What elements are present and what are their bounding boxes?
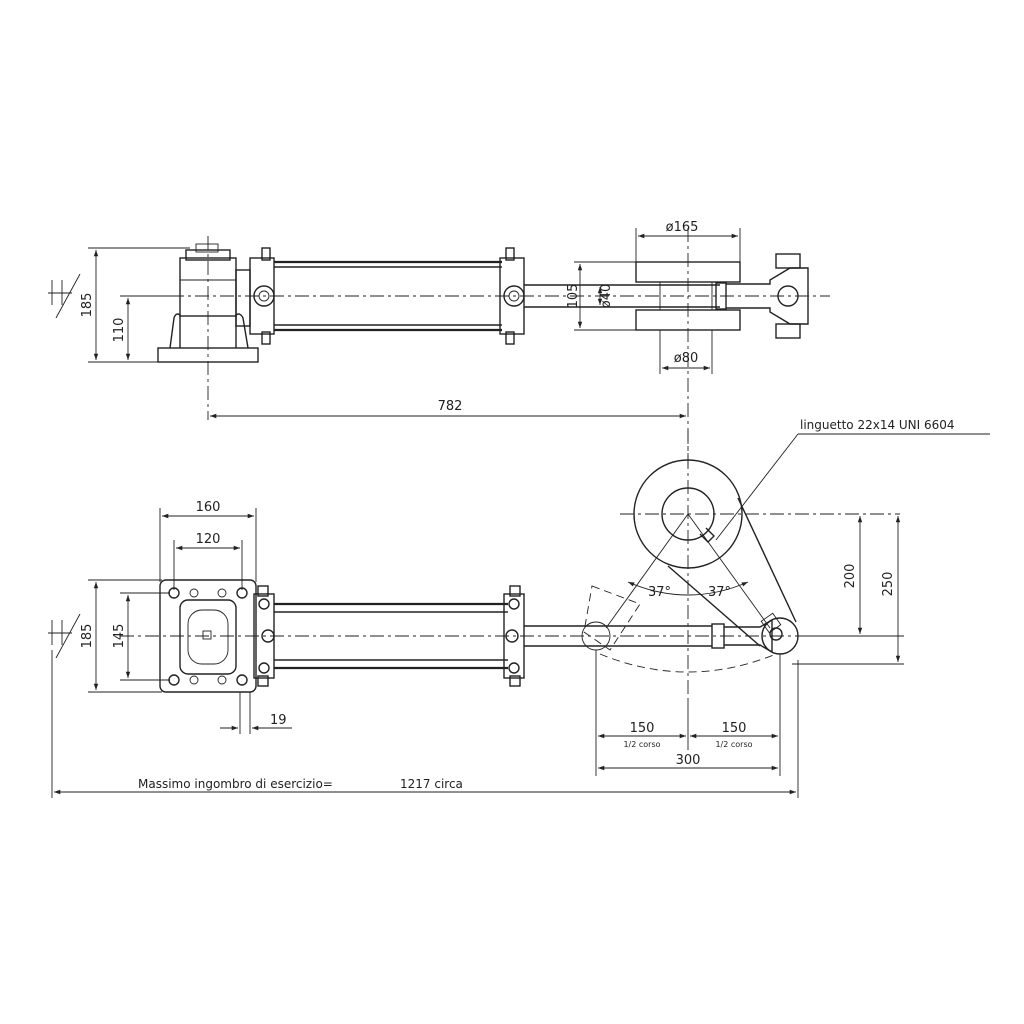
angle-annotations: 37° 37° <box>627 581 749 600</box>
max-envelope-dim: Massimo ingombro di esercizio= 1217 circ… <box>51 650 799 798</box>
dim-150-left: 150 <box>630 721 655 736</box>
top-dim-782: 782 <box>210 399 686 419</box>
top-dim-105: 105 <box>566 261 636 331</box>
stroke-dims: 150 150 1/2 corso 1/2 corso 300 <box>595 650 781 776</box>
top-dim-dia40: ø40 <box>597 284 614 309</box>
dim-160: 160 <box>196 500 221 515</box>
top-dim-dia165: ø165 <box>635 220 741 262</box>
dim-250: 250 <box>881 572 896 597</box>
tiller-arm-alt-position <box>581 513 777 673</box>
bottom-dim-120: 120 <box>173 532 243 590</box>
dim-150-right: 150 <box>722 721 747 736</box>
dim-105: 105 <box>566 284 581 309</box>
bottom-dim-145: 145 <box>112 592 170 681</box>
top-cylinder-barrel <box>274 260 502 332</box>
dim-dia165: ø165 <box>666 220 699 235</box>
dim-185-bottom: 185 <box>80 624 95 649</box>
dim-782: 782 <box>438 399 463 414</box>
dim-185-top: 185 <box>80 293 95 318</box>
top-dim-dia80: ø80 <box>659 330 713 374</box>
bottom-view: 37° 37° linguetto 22x14 UNI 6604 160 120 <box>48 418 990 798</box>
bottom-cylinder-barrel <box>274 602 508 670</box>
dim-dia40: ø40 <box>599 284 614 309</box>
bottom-dim-200-250: 200 250 <box>792 516 904 665</box>
half-stroke-right-label: 1/2 corso <box>715 740 752 749</box>
dim-120: 120 <box>196 532 221 547</box>
dim-300: 300 <box>676 753 701 768</box>
dim-110-top: 110 <box>112 318 127 343</box>
dim-200: 200 <box>843 564 858 589</box>
bottom-dim-160: 160 <box>159 500 257 582</box>
bottom-dim-19: 19 <box>220 692 292 734</box>
top-dim-110: 110 <box>112 295 170 360</box>
tiller-arm <box>620 430 900 700</box>
bottom-dim-185: 185 <box>80 579 162 693</box>
top-view: 185 110 ø165 105 ø40 <box>48 220 830 470</box>
half-stroke-left-label: 1/2 corso <box>623 740 660 749</box>
key-note: linguetto 22x14 UNI 6604 <box>715 418 990 541</box>
key-note-text: linguetto 22x14 UNI 6604 <box>800 418 955 432</box>
wall-hatch-top <box>48 273 81 319</box>
wall-hatch-bottom <box>48 613 81 659</box>
angle-right-label: 37° <box>708 585 731 600</box>
max-envelope-label: Massimo ingombro di esercizio= <box>138 777 333 791</box>
dim-19: 19 <box>270 713 287 728</box>
top-piston-rod <box>524 284 720 308</box>
max-envelope-value: 1217 circa <box>400 777 463 791</box>
angle-left-label: 37° <box>648 585 671 600</box>
dim-dia80: ø80 <box>674 351 699 366</box>
dim-145: 145 <box>112 624 127 649</box>
top-dim-185: 185 <box>80 247 190 363</box>
